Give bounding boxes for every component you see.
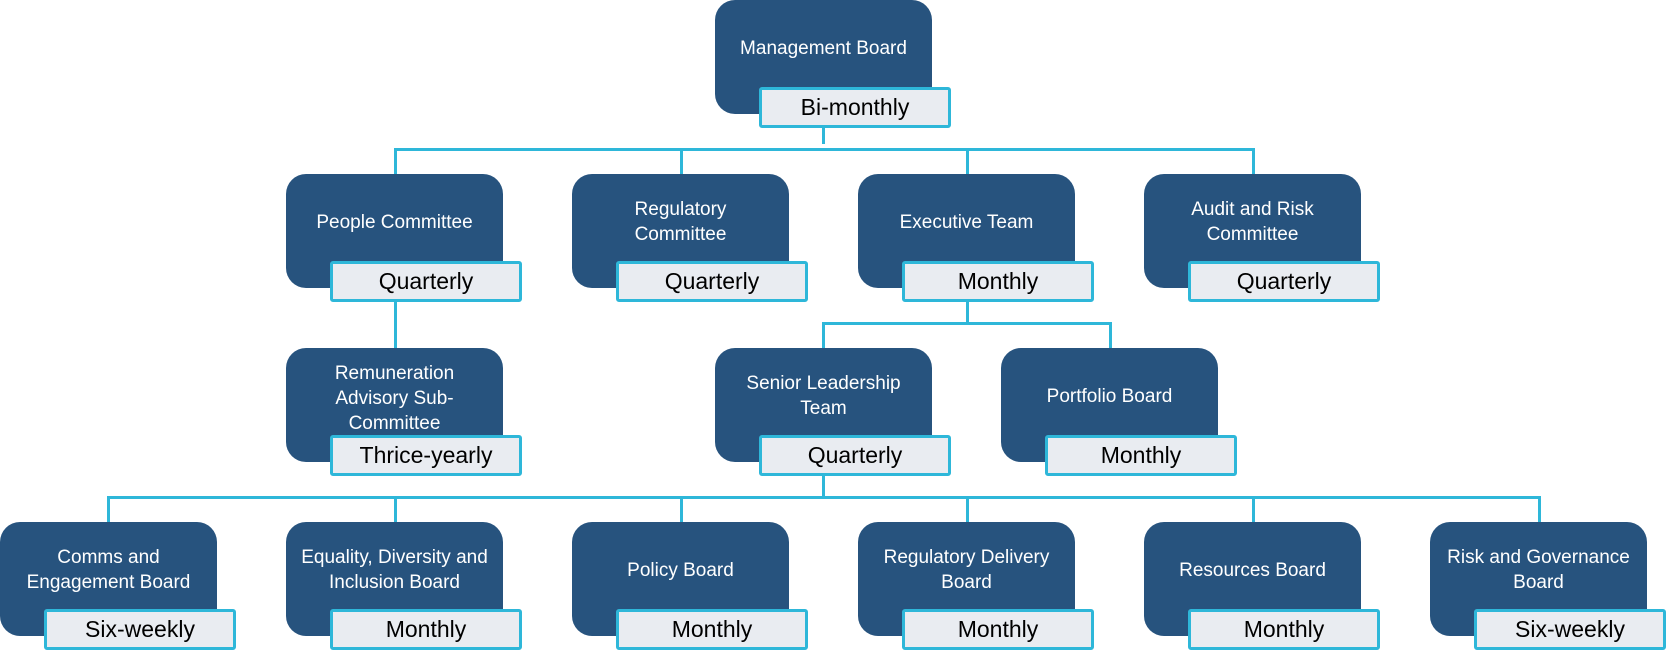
connector-to-resources-board: [1252, 496, 1255, 522]
frequency-badge: Quarterly: [1188, 261, 1380, 302]
node-title: Management Board: [740, 37, 907, 59]
connector-to-equality-diversity-and-inclusion-board: [394, 496, 397, 522]
node-title: Risk and Governance Board: [1447, 547, 1630, 593]
connector-to-risk-and-governance-board: [1538, 496, 1541, 522]
frequency-badge: Thrice-yearly: [330, 435, 522, 476]
node-title: Resources Board: [1179, 559, 1326, 581]
frequency-badge: Six-weekly: [44, 609, 236, 650]
node-title: Senior Leadership Team: [746, 373, 901, 419]
connector-to-executive-team: [966, 148, 969, 174]
connector-to-people-committee: [394, 148, 397, 174]
connector-to-policy-board: [680, 496, 683, 522]
frequency-badge: Monthly: [902, 261, 1094, 302]
frequency-badge: Quarterly: [330, 261, 522, 302]
frequency-badge: Monthly: [330, 609, 522, 650]
frequency-badge: Bi-monthly: [759, 87, 951, 128]
connector-to-portfolio-board: [1109, 322, 1112, 348]
frequency-badge: Monthly: [616, 609, 808, 650]
connector-people-to-remuneration: [394, 298, 397, 348]
connector-senior-leadership-stem: [822, 472, 825, 498]
frequency-badge: Quarterly: [759, 435, 951, 476]
frequency-badge: Monthly: [1188, 609, 1380, 650]
connector-executive-stem: [966, 298, 969, 324]
frequency-badge: Monthly: [1045, 435, 1237, 476]
node-title: Portfolio Board: [1046, 385, 1173, 407]
connector-to-senior-leadership-team: [822, 322, 825, 348]
frequency-badge: Quarterly: [616, 261, 808, 302]
node-title: Policy Board: [627, 559, 734, 581]
node-title: Regulatory Committee: [634, 199, 727, 245]
node-title: Regulatory Delivery Board: [883, 547, 1050, 593]
connector-level4-bus: [107, 496, 1541, 499]
connector-to-comms-and-engagement-board: [107, 496, 110, 522]
connector-level2-bus: [394, 148, 1253, 151]
node-title: Equality, Diversity and Inclusion Board: [301, 547, 488, 593]
frequency-badge: Six-weekly: [1474, 609, 1666, 650]
node-title: Remuneration Advisory Sub-Committee: [334, 362, 455, 434]
node-title: Audit and Risk Committee: [1191, 199, 1314, 245]
connector-to-audit-and-risk-committee: [1252, 148, 1255, 174]
connector-to-regulatory-committee: [680, 148, 683, 174]
connector-to-regulatory-delivery-board: [966, 496, 969, 522]
frequency-badge: Monthly: [902, 609, 1094, 650]
node-title: People Committee: [316, 211, 473, 233]
connector-executive-bus: [822, 322, 1112, 325]
connector-management-to-level2-stem: [822, 124, 825, 144]
node-title: Executive Team: [899, 211, 1034, 233]
node-title: Comms and Engagement Board: [26, 547, 191, 593]
